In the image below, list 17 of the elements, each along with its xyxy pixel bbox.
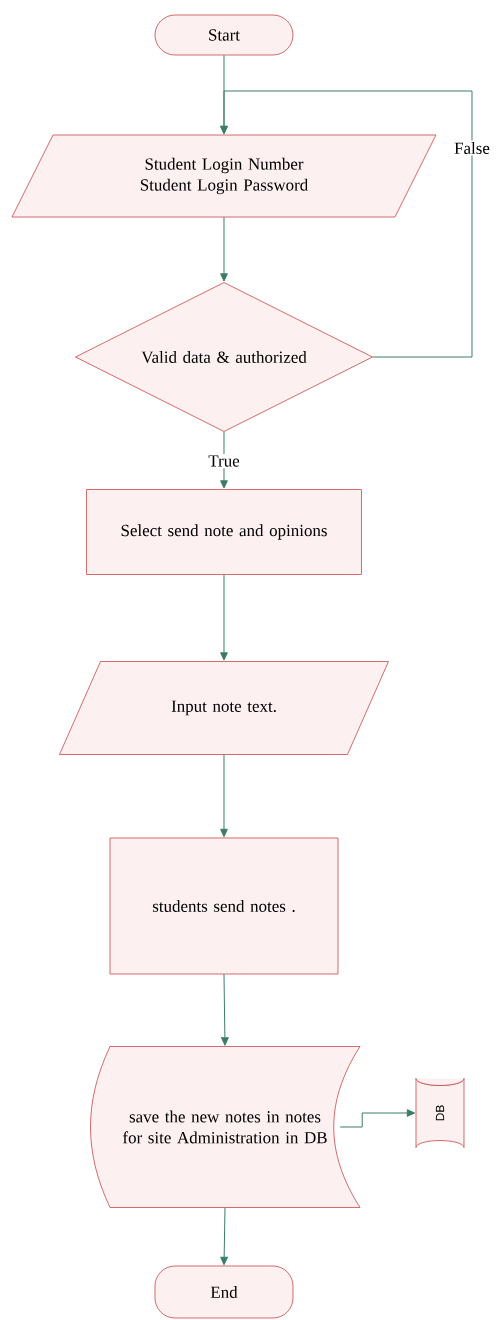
terminal-box: Start (154, 14, 294, 56)
arrow (220, 574, 228, 661)
edge-label: True (208, 455, 240, 467)
edge-label: False (454, 142, 490, 154)
arrow (220, 216, 228, 282)
arrow (221, 973, 229, 1046)
arrow (220, 90, 473, 358)
input-parallelogram: Student Login Number Student Login Password (11, 134, 437, 218)
arrow (220, 1207, 228, 1266)
arrow (220, 754, 228, 838)
process-box: students send notes . (109, 837, 339, 975)
process-box: Select send note and opinions (86, 489, 362, 575)
input-parallelogram: Input note text. (59, 661, 389, 755)
terminal-box: End (154, 1265, 294, 1319)
database-cylinder: DB (415, 1078, 465, 1148)
arrow (220, 431, 228, 489)
arrow (339, 1109, 416, 1128)
